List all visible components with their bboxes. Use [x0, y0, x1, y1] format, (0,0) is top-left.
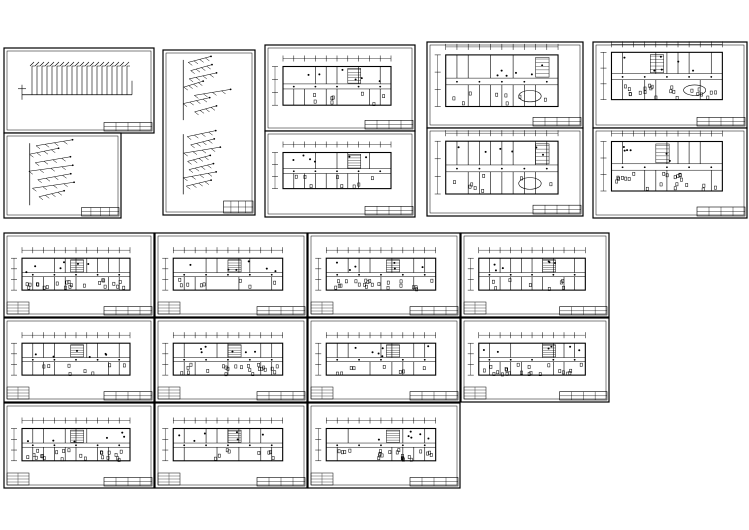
sheet-floor-plan-grid-4 [460, 232, 610, 318]
sheet-floor-plan-oval-3 [592, 41, 748, 129]
sheet-floor-plan-3 [592, 127, 748, 219]
sheet-floor-plan-grid-3 [307, 232, 461, 318]
sheet-isometric-diagram-2 [162, 49, 256, 216]
sheet-floor-plan-grid-7 [307, 317, 461, 403]
sheet-riser-diagram-1 [3, 47, 155, 134]
sheet-floor-plan-grid-8 [460, 317, 610, 403]
sheet-floor-plan-1 [264, 44, 416, 132]
sheet-isometric-diagram-1 [3, 132, 122, 219]
sheet-floor-plan-grid-6 [154, 317, 308, 403]
sheet-floor-plan-grid-5 [3, 317, 155, 403]
sheet-floor-plan-grid-9 [3, 402, 155, 489]
sheet-floor-plan-grid-1 [3, 232, 155, 318]
sheet-floor-plan-2 [264, 130, 416, 218]
sheet-floor-plan-grid-10 [154, 402, 308, 489]
sheet-floor-plan-grid-11 [307, 402, 461, 489]
sheet-floor-plan-oval-2 [426, 127, 584, 217]
sheet-floor-plan-grid-2 [154, 232, 308, 318]
sheet-floor-plan-oval-1 [426, 41, 584, 129]
